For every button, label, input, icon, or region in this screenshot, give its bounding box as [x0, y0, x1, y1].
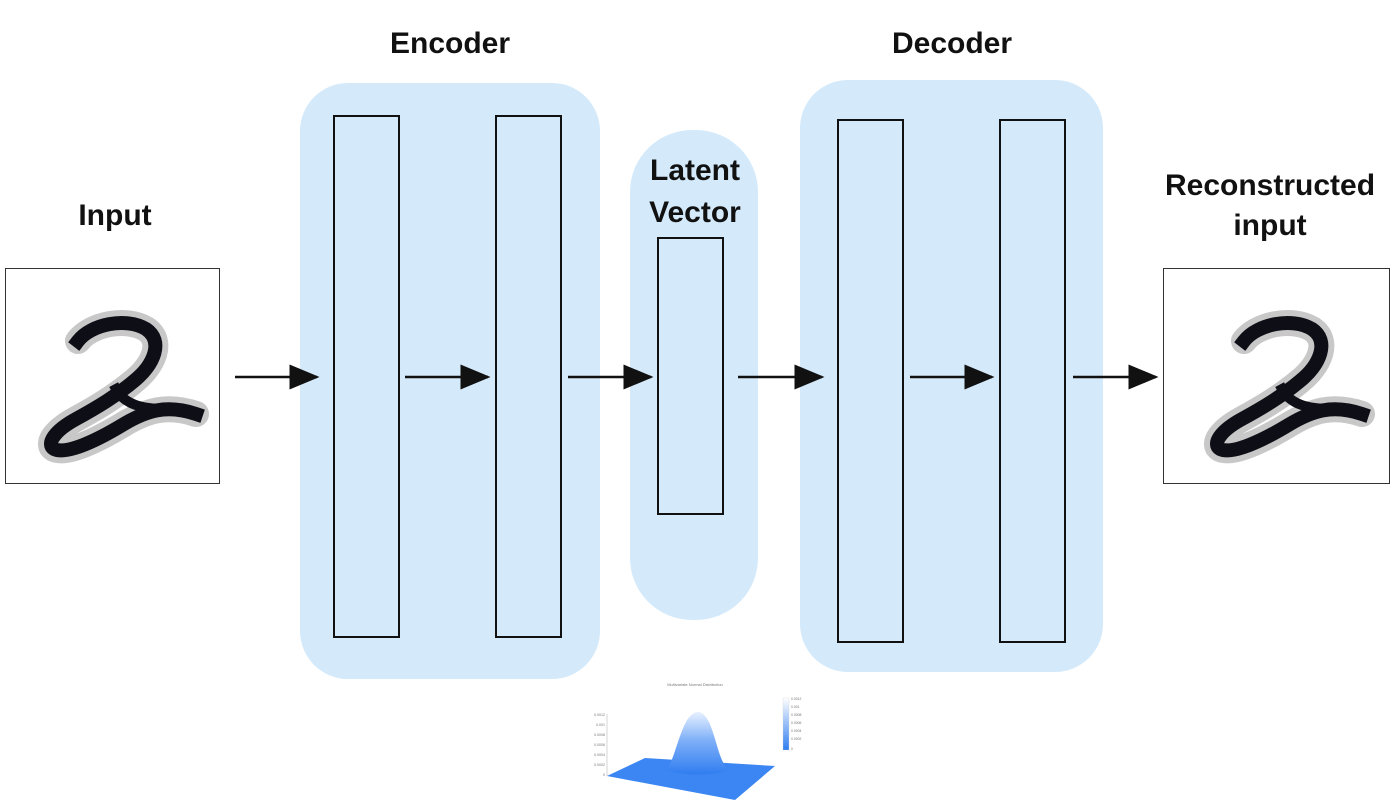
digit-two-glyph: [38, 310, 209, 464]
colorbar-tick: 0.0004: [791, 729, 801, 733]
colorbar: [782, 697, 790, 751]
colorbar-tick: 0.0002: [791, 737, 801, 741]
colorbar-tick: 0.0012: [791, 697, 801, 701]
z-tick: 0.0004: [594, 753, 605, 757]
reconstructed-title-line1: Reconstructed: [1164, 169, 1376, 202]
colorbar-tick: 0.0008: [791, 713, 801, 717]
colorbar-tick: 0: [791, 747, 793, 751]
distribution-base-plane: [607, 758, 775, 800]
colorbar-tick: 0.0006: [791, 721, 801, 725]
reconstructed-digit-image: [1163, 268, 1390, 484]
digit-two-glyph-reconstructed: [1204, 310, 1375, 464]
z-tick: 0.0002: [594, 763, 605, 767]
encoder-layer-2: [495, 115, 562, 638]
z-axis-ticks: 0.0012 0.001 0.0008 0.0006 0.0004 0.0002…: [594, 713, 605, 777]
colorbar-ticks: 0.0012 0.001 0.0008 0.0006 0.0004 0.0002…: [791, 697, 801, 751]
input-digit-image: [5, 268, 220, 484]
decoder-layer-1: [837, 119, 904, 643]
colorbar-tick: 0.001: [791, 705, 800, 709]
latent-title-line2: Vector: [649, 196, 741, 229]
input-title: Input: [78, 199, 152, 232]
encoder-layer-1: [333, 115, 400, 638]
z-tick: 0.0008: [594, 733, 605, 737]
encoder-title: Encoder: [389, 27, 511, 60]
z-tick: 0: [603, 773, 605, 777]
latent-title-line1: Latent: [650, 154, 740, 187]
z-tick: 0.0012: [594, 713, 605, 717]
decoder-title: Decoder: [891, 27, 1013, 60]
distribution-peak: [665, 711, 729, 775]
z-tick: 0.0006: [594, 743, 605, 747]
z-tick: 0.001: [596, 723, 605, 727]
latent-title: Latent Vector: [620, 150, 770, 234]
reconstructed-title-line2: input: [1233, 209, 1307, 242]
latent-vector-layer: [657, 237, 724, 515]
plot-title: Multivariate Normal Distribution: [667, 682, 723, 687]
latent-distribution-plot: Multivariate Normal Distribution 0.0012 …: [594, 682, 801, 800]
decoder-layer-2: [999, 119, 1066, 643]
reconstructed-title: Reconstructed input: [1140, 166, 1400, 246]
